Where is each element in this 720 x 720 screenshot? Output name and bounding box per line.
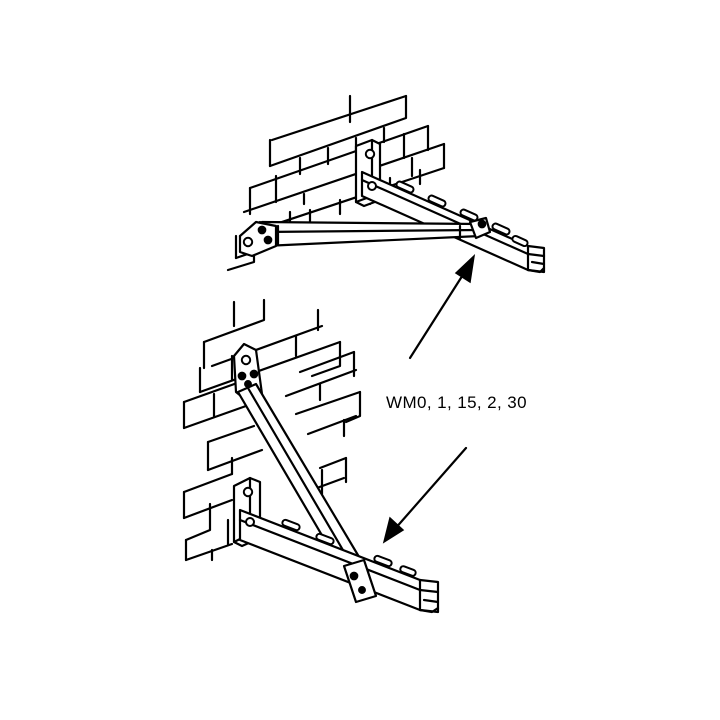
- bottom-arm-slot-icon: [373, 554, 393, 568]
- top-fitting-bolt-icon: [242, 236, 254, 248]
- top-fitting-bolt-icon: [263, 235, 273, 245]
- top-plate-bolt-upper-icon: [364, 148, 376, 160]
- top-joint-bolt-icon: [477, 219, 487, 229]
- bottom-brick-wall: [182, 298, 362, 562]
- bottom-joint-bolt-icon: [349, 571, 359, 581]
- bottom-fitting-bolt-icon: [249, 369, 259, 379]
- bottom-arm-slot-icon: [315, 532, 335, 546]
- bottom-arm-slot-icon: [399, 565, 417, 577]
- top-arm-slot-icon: [427, 194, 447, 208]
- bottom-joint-bolt-icon: [358, 586, 366, 594]
- top-bracket-illustration: [226, 94, 546, 274]
- bottom-fitting-bolt-icon: [240, 354, 252, 366]
- top-arm-slot-icon: [459, 208, 479, 222]
- top-strut-wall-fitting: [238, 220, 278, 258]
- top-arm-slot-icon: [491, 222, 511, 236]
- bottom-strut-arm-joint: [342, 558, 378, 604]
- top-arm-slot-icon: [395, 180, 415, 194]
- bottom-bracket-illustration: [182, 298, 440, 614]
- top-strut-arm-joint: [468, 216, 492, 240]
- bottom-fitting-bolt-icon: [237, 371, 247, 381]
- top-arm-bolt-icon: [367, 181, 377, 191]
- top-fitting-bolt-icon: [257, 225, 267, 235]
- arrow-down-icon: [382, 446, 468, 544]
- bottom-channel-arm: [238, 508, 440, 614]
- arrow-up-icon: [408, 253, 476, 360]
- top-arm-slot-icon: [511, 234, 529, 248]
- model-label: WM0, 1, 15, 2, 30: [386, 393, 527, 412]
- top-channel-arm: [360, 170, 546, 274]
- pointer-arrows: [382, 253, 476, 544]
- top-strut: [260, 220, 482, 248]
- bottom-arm-bolt-icon: [245, 517, 255, 527]
- bottom-arm-slot-icon: [281, 518, 301, 532]
- bottom-plate-bolt-upper-icon: [242, 486, 254, 498]
